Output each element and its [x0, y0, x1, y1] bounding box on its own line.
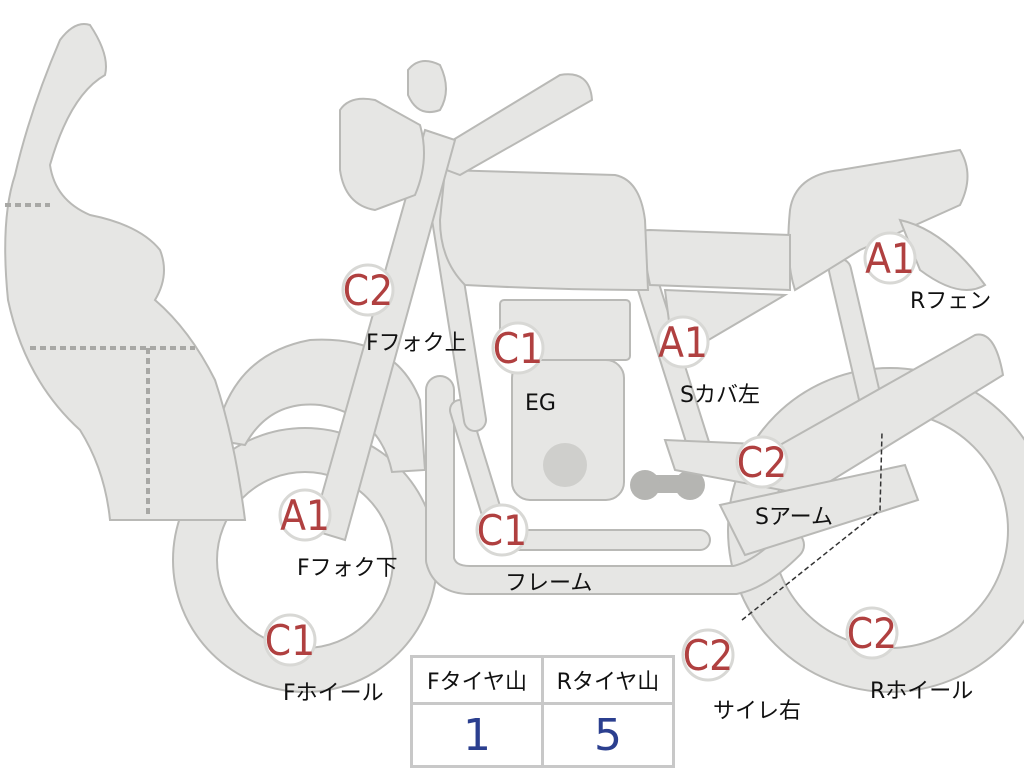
- handlebar: [417, 73, 594, 177]
- tire-tread-table: Fタイヤ山 Rタイヤ山 1 5: [410, 655, 675, 768]
- front-wheel: [172, 427, 438, 693]
- marker-front-fork-lower: A1: [278, 488, 332, 542]
- marker-label: Fフォク上: [366, 331, 467, 356]
- rear-tire-header: Rタイヤ山: [541, 655, 675, 705]
- marker-label: Fフォク下: [297, 556, 398, 581]
- marker-label: Fホイール: [283, 681, 384, 706]
- marker-grade: C1: [493, 324, 543, 373]
- rear-fender: [898, 218, 987, 291]
- marker-rear-fender: A1: [863, 231, 917, 285]
- marker-muffler-right: C2: [681, 628, 735, 682]
- marker-grade: C1: [265, 616, 315, 665]
- front-tire-value: 1: [410, 702, 544, 768]
- fairing: [4, 23, 247, 521]
- marker-front-fork-upper: C2: [341, 263, 395, 317]
- marker-frame: C1: [475, 503, 529, 557]
- marker-grade: C2: [847, 609, 897, 658]
- marker-label: Rフェン: [910, 289, 991, 314]
- marker-label: Sアーム: [755, 505, 833, 530]
- marker-grade: C2: [343, 266, 393, 315]
- seat-base: [638, 228, 791, 292]
- marker-grade: A1: [658, 318, 708, 367]
- marker-grade: C1: [477, 506, 527, 555]
- marker-grade: A1: [865, 234, 915, 283]
- marker-rear-wheel: C2: [845, 606, 899, 660]
- muffler: [718, 463, 920, 557]
- marker-label: EG: [525, 391, 556, 416]
- headlight: [339, 97, 425, 212]
- marker-engine: C1: [491, 321, 545, 375]
- front-fork: [310, 128, 457, 542]
- table-value-row: 1 5: [410, 702, 675, 768]
- marker-label: Rホイール: [870, 679, 973, 704]
- marker-label: フレーム: [505, 571, 592, 596]
- marker-swing-arm: C2: [735, 435, 789, 489]
- table-header-row: Fタイヤ山 Rタイヤ山: [410, 655, 675, 705]
- marker-grade: C2: [683, 631, 733, 680]
- marker-label: サイレ右: [713, 699, 801, 724]
- fuel-tank: [438, 168, 650, 292]
- marker-label: Sカバ左: [680, 383, 760, 408]
- marker-grade: A1: [280, 491, 330, 540]
- marker-front-wheel: C1: [263, 613, 317, 667]
- marker-side-cover-left: A1: [656, 315, 710, 369]
- mirror: [407, 60, 447, 114]
- rear-tire-value: 5: [541, 702, 675, 768]
- muffler-leader-line: [741, 431, 883, 621]
- marker-grade: C2: [737, 438, 787, 487]
- front-tire-header: Fタイヤ山: [410, 655, 544, 705]
